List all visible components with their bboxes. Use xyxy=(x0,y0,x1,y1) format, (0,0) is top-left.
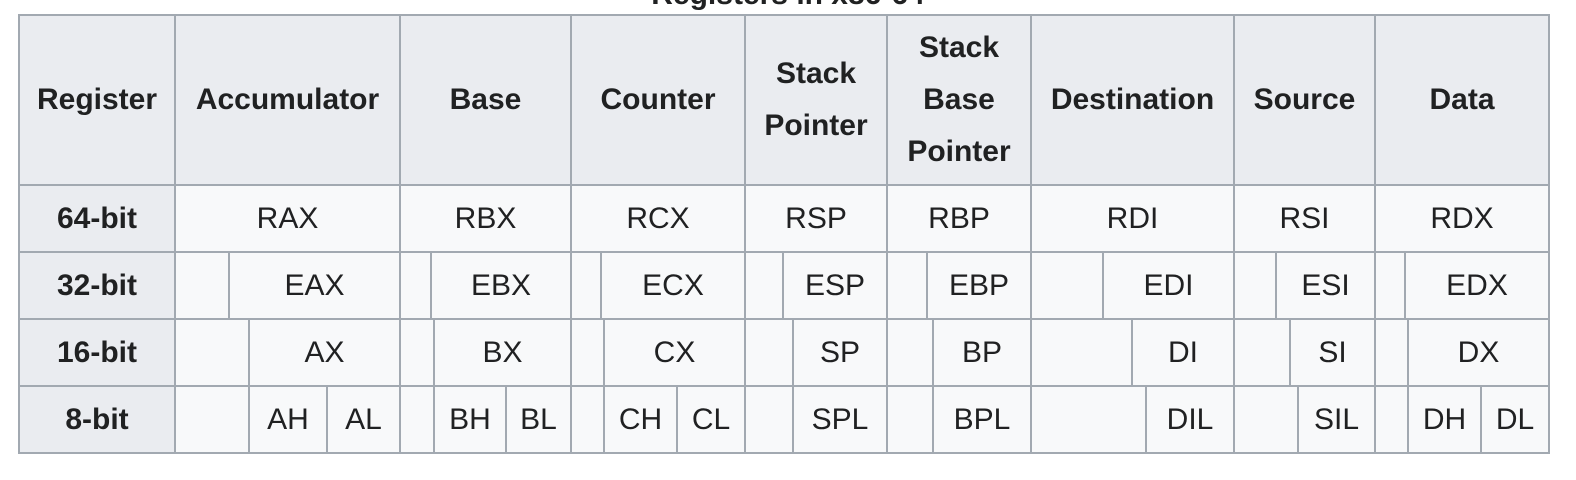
cell-edx: EDX xyxy=(1404,251,1550,320)
row-label-64-bit: 64-bit xyxy=(18,184,176,253)
cell-ah: AH xyxy=(248,385,328,454)
cell-sp: SP xyxy=(792,318,888,387)
cell-esp: ESP xyxy=(782,251,888,320)
header-destination: Destination xyxy=(1030,14,1235,186)
cell-bx: BX xyxy=(433,318,572,387)
cell-spl: SPL xyxy=(792,385,888,454)
cell-dh: DH xyxy=(1407,385,1482,454)
cell-rsi: RSI xyxy=(1233,184,1376,253)
header-base: Base xyxy=(399,14,572,186)
empty-cell xyxy=(174,251,230,320)
cell-ebp: EBP xyxy=(926,251,1032,320)
empty-cell xyxy=(1374,251,1406,320)
empty-cell xyxy=(1233,385,1299,454)
table-caption: Registers in x86-64 xyxy=(0,0,1576,10)
table-row-64-bit: 64-bit RAX RBX RCX RSP RBP RDI RSI RDX xyxy=(18,184,1550,253)
empty-cell xyxy=(744,251,784,320)
cell-rax: RAX xyxy=(174,184,401,253)
cell-cl: CL xyxy=(676,385,746,454)
header-source: Source xyxy=(1233,14,1376,186)
table-row-32-bit: 32-bit EAX EBX ECX ESP EBP EDI ESI EDX xyxy=(18,251,1550,320)
cell-rcx: RCX xyxy=(570,184,746,253)
empty-cell xyxy=(399,318,435,387)
empty-cell xyxy=(886,318,934,387)
empty-cell xyxy=(1030,318,1133,387)
empty-cell xyxy=(174,318,250,387)
cell-al: AL xyxy=(326,385,401,454)
header-data: Data xyxy=(1374,14,1550,186)
empty-cell xyxy=(399,385,435,454)
row-label-8-bit: 8-bit xyxy=(18,385,176,454)
empty-cell xyxy=(399,251,432,320)
empty-cell xyxy=(1374,318,1409,387)
cell-sil: SIL xyxy=(1297,385,1376,454)
empty-cell xyxy=(1030,251,1104,320)
cell-bh: BH xyxy=(433,385,507,454)
empty-cell xyxy=(886,251,928,320)
empty-cell xyxy=(1030,385,1147,454)
header-row: Register Accumulator Base Counter Stack … xyxy=(18,14,1550,186)
cell-rdi: RDI xyxy=(1030,184,1235,253)
header-stack-base-pointer: Stack Base Pointer xyxy=(886,14,1032,186)
header-counter: Counter xyxy=(570,14,746,186)
cell-bpl: BPL xyxy=(932,385,1032,454)
cell-ebx: EBX xyxy=(430,251,572,320)
empty-cell xyxy=(1233,318,1291,387)
register-table: Register Accumulator Base Counter Stack … xyxy=(18,14,1550,454)
empty-cell xyxy=(1233,251,1277,320)
table-row-16-bit: 16-bit AX BX CX SP BP DI SI DX xyxy=(18,318,1550,387)
cell-rbx: RBX xyxy=(399,184,572,253)
row-label-16-bit: 16-bit xyxy=(18,318,176,387)
empty-cell xyxy=(886,385,934,454)
cell-dl: DL xyxy=(1480,385,1550,454)
cell-dil: DIL xyxy=(1145,385,1235,454)
header-register: Register xyxy=(18,14,176,186)
header-stack-pointer: Stack Pointer xyxy=(744,14,888,186)
cell-cx: CX xyxy=(603,318,746,387)
cell-rdx: RDX xyxy=(1374,184,1550,253)
empty-cell xyxy=(744,318,794,387)
table-row-8-bit: 8-bit AH AL BH BL CH CL SPL BPL DIL SIL … xyxy=(18,385,1550,454)
cell-bp: BP xyxy=(932,318,1032,387)
cell-esi: ESI xyxy=(1275,251,1376,320)
cell-dx: DX xyxy=(1407,318,1550,387)
empty-cell xyxy=(570,385,605,454)
cell-eax: EAX xyxy=(228,251,401,320)
row-label-32-bit: 32-bit xyxy=(18,251,176,320)
cell-rbp: RBP xyxy=(886,184,1032,253)
empty-cell xyxy=(744,385,794,454)
cell-ax: AX xyxy=(248,318,401,387)
empty-cell xyxy=(174,385,250,454)
cell-rsp: RSP xyxy=(744,184,888,253)
cell-edi: EDI xyxy=(1102,251,1235,320)
cell-ecx: ECX xyxy=(600,251,746,320)
cell-bl: BL xyxy=(505,385,572,454)
empty-cell xyxy=(570,251,602,320)
cell-di: DI xyxy=(1131,318,1235,387)
empty-cell xyxy=(1374,385,1409,454)
cell-ch: CH xyxy=(603,385,678,454)
empty-cell xyxy=(570,318,605,387)
cell-si: SI xyxy=(1289,318,1376,387)
header-accumulator: Accumulator xyxy=(174,14,401,186)
